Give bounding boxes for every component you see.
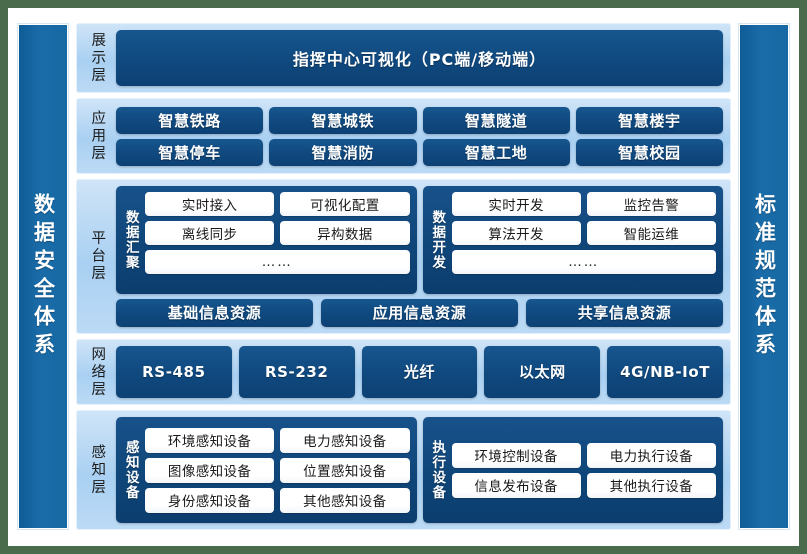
group-data-aggregation: 数据汇聚 实时接入 可视化配置 离线同步 异构数据 ……: [116, 186, 417, 294]
app-item[interactable]: 智慧停车: [116, 138, 264, 166]
layers-column: 展示层 指挥中心可视化（PC端/移动端） 应用层 智慧铁路 智慧城铁 智慧隧道 …: [76, 23, 731, 530]
right-pillar-standards: 标准规范体系: [738, 23, 790, 530]
actuator-row-2: 信息发布设备 其他执行设备: [451, 472, 716, 498]
app-item[interactable]: 智慧工地: [422, 138, 570, 166]
sensing-row-3: 身份感知设备 其他感知设备: [145, 487, 410, 513]
layer-platform-label: 平台层: [89, 230, 106, 283]
group-data-development-items: 实时开发 监控告警 算法开发 智能运维 ……: [451, 192, 716, 288]
sensing-row-2: 图像感知设备 位置感知设备: [145, 457, 410, 483]
sensing-row-1: 环境感知设备 电力感知设备: [145, 427, 410, 453]
group-sensing-devices: 感知设备 环境感知设备 电力感知设备 图像感知设备 位置感知设备: [116, 417, 417, 523]
application-row-2: 智慧停车 智慧消防 智慧工地 智慧校园: [116, 138, 723, 166]
layer-application-body: 智慧铁路 智慧城铁 智慧隧道 智慧楼宇 智慧停车 智慧消防 智慧工地 智慧校园: [116, 105, 723, 167]
sensing-item[interactable]: 环境感知设备: [145, 427, 275, 453]
left-pillar-label: 数据安全体系: [31, 192, 56, 361]
network-item[interactable]: 光纤: [361, 345, 478, 398]
layer-display: 展示层 指挥中心可视化（PC端/移动端）: [76, 23, 731, 93]
aggregation-item[interactable]: 异构数据: [280, 221, 410, 245]
development-row-3: ……: [451, 250, 716, 274]
group-data-aggregation-label: 数据汇聚: [122, 209, 139, 270]
sensing-item[interactable]: 其他感知设备: [280, 487, 410, 513]
group-actuator-devices: 执行设备 环境控制设备 电力执行设备 信息发布设备 其他执行设备: [422, 417, 723, 523]
layer-platform: 平台层 数据汇聚 实时接入 可视化配置 离线同步 异: [76, 179, 731, 334]
app-item[interactable]: 智慧楼宇: [575, 106, 723, 134]
layer-perception: 感知层 感知设备 环境感知设备 电力感知设备 图像感知设备: [76, 410, 731, 530]
development-item[interactable]: 实时开发: [451, 192, 581, 216]
group-sensing-devices-items: 环境感知设备 电力感知设备 图像感知设备 位置感知设备 身份感知设备 其他感知设…: [145, 423, 410, 517]
platform-groups: 数据汇聚 实时接入 可视化配置 离线同步 异构数据 ……: [116, 186, 723, 294]
group-data-development-label: 数据开发: [429, 209, 446, 270]
actuator-item[interactable]: 电力执行设备: [586, 442, 716, 468]
network-item[interactable]: 4G/NB-IoT: [607, 345, 723, 398]
app-item[interactable]: 智慧铁路: [116, 106, 264, 134]
sensing-item[interactable]: 电力感知设备: [280, 427, 410, 453]
right-pillar-label: 标准规范体系: [752, 192, 777, 361]
aggregation-item[interactable]: 实时接入: [145, 192, 275, 216]
network-item[interactable]: RS-485: [116, 345, 232, 398]
network-item[interactable]: RS-232: [238, 345, 355, 398]
aggregation-row-2: 离线同步 异构数据: [145, 221, 410, 245]
display-banner[interactable]: 指挥中心可视化（PC端/移动端）: [116, 30, 723, 86]
layer-network-body: RS-485 RS-232 光纤 以太网 4G/NB-IoT: [116, 345, 723, 398]
sensing-item[interactable]: 身份感知设备: [145, 487, 275, 513]
aggregation-more-item[interactable]: ……: [145, 250, 410, 274]
group-sensing-devices-label: 感知设备: [122, 440, 139, 500]
sensing-item[interactable]: 图像感知设备: [145, 457, 275, 483]
layer-application-label: 应用层: [89, 109, 106, 163]
perception-groups: 感知设备 环境感知设备 电力感知设备 图像感知设备 位置感知设备: [116, 417, 723, 523]
group-actuator-devices-label: 执行设备: [429, 440, 446, 500]
resource-item[interactable]: 应用信息资源: [321, 298, 518, 327]
actuator-item[interactable]: 信息发布设备: [451, 472, 581, 498]
aggregation-row-1: 实时接入 可视化配置: [145, 192, 410, 216]
information-resource-row: 基础信息资源 应用信息资源 共享信息资源: [116, 298, 723, 327]
development-row-2: 算法开发 智能运维: [451, 221, 716, 245]
app-item[interactable]: 智慧校园: [575, 138, 723, 166]
sensing-item[interactable]: 位置感知设备: [280, 457, 410, 483]
development-more-item[interactable]: ……: [451, 250, 716, 274]
development-row-1: 实时开发 监控告警: [451, 192, 716, 216]
actuator-item[interactable]: 环境控制设备: [451, 442, 581, 468]
development-item[interactable]: 智能运维: [586, 221, 716, 245]
architecture-diagram: 数据安全体系 展示层 指挥中心可视化（PC端/移动端） 应用层 智慧铁路 智慧城…: [8, 8, 799, 546]
layer-platform-body: 数据汇聚 实时接入 可视化配置 离线同步 异构数据 ……: [116, 186, 723, 327]
resource-item[interactable]: 基础信息资源: [116, 298, 313, 327]
layer-network: 网络层 RS-485 RS-232 光纤 以太网 4G/NB-IoT: [76, 338, 731, 405]
app-item[interactable]: 智慧消防: [269, 138, 417, 166]
network-item[interactable]: 以太网: [484, 345, 601, 398]
layer-network-label: 网络层: [89, 345, 106, 399]
layer-application: 应用层 智慧铁路 智慧城铁 智慧隧道 智慧楼宇 智慧停车 智慧消防 智慧工地 智…: [76, 98, 731, 174]
layer-display-label: 展示层: [89, 31, 106, 85]
app-item[interactable]: 智慧城铁: [269, 106, 417, 134]
application-row-1: 智慧铁路 智慧城铁 智慧隧道 智慧楼宇: [116, 106, 723, 134]
development-item[interactable]: 算法开发: [451, 221, 581, 245]
development-item[interactable]: 监控告警: [586, 192, 716, 216]
aggregation-row-3: ……: [145, 250, 410, 274]
aggregation-item[interactable]: 可视化配置: [280, 192, 410, 216]
network-items-row: RS-485 RS-232 光纤 以太网 4G/NB-IoT: [116, 345, 723, 398]
app-item[interactable]: 智慧隧道: [422, 106, 570, 134]
layer-perception-body: 感知设备 环境感知设备 电力感知设备 图像感知设备 位置感知设备: [116, 417, 723, 523]
group-data-development: 数据开发 实时开发 监控告警 算法开发 智能运维 ……: [422, 186, 723, 294]
layer-perception-label: 感知层: [89, 443, 106, 497]
resource-item[interactable]: 共享信息资源: [526, 298, 723, 327]
group-actuator-devices-items: 环境控制设备 电力执行设备 信息发布设备 其他执行设备: [451, 423, 716, 517]
left-pillar-data-security: 数据安全体系: [17, 23, 69, 530]
layer-display-body: 指挥中心可视化（PC端/移动端）: [116, 30, 723, 86]
actuator-item[interactable]: 其他执行设备: [586, 472, 716, 498]
actuator-row-1: 环境控制设备 电力执行设备: [451, 442, 716, 468]
aggregation-item[interactable]: 离线同步: [145, 221, 275, 245]
group-data-aggregation-items: 实时接入 可视化配置 离线同步 异构数据 ……: [145, 192, 410, 288]
